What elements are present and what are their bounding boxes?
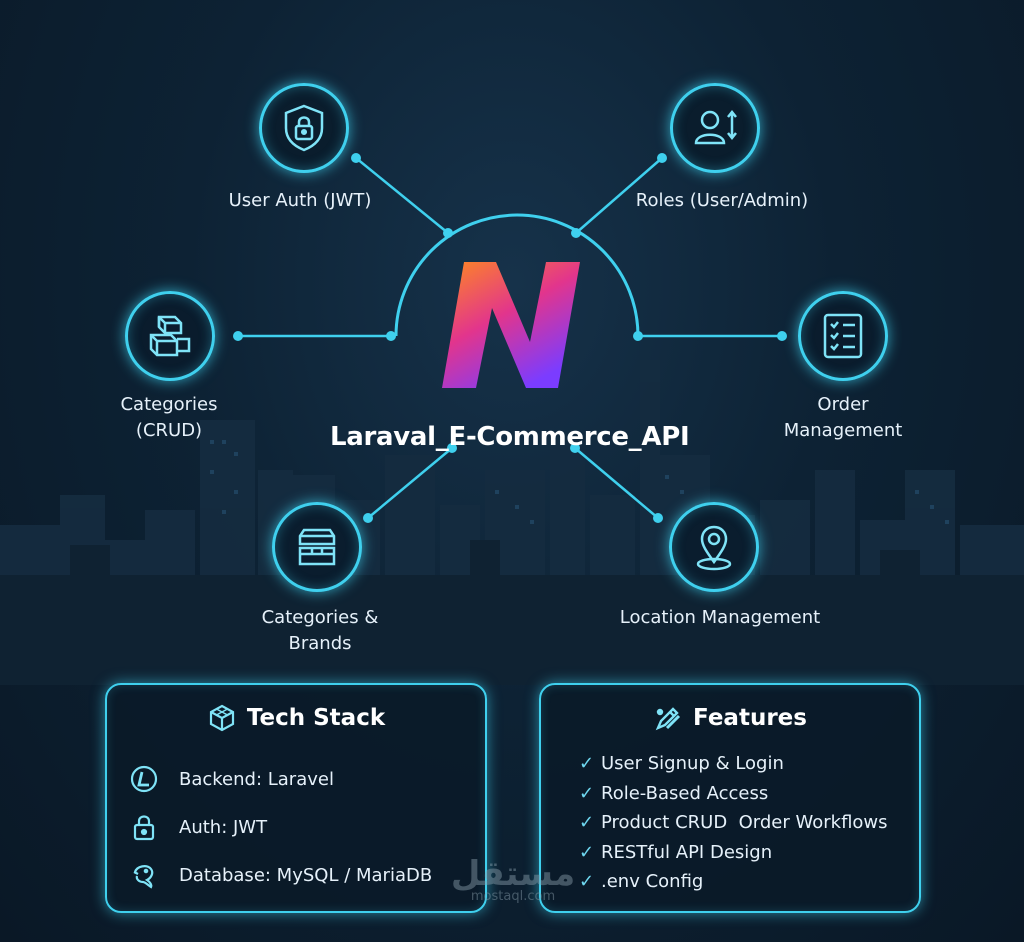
check-icon: ✓ (579, 871, 595, 893)
list-item: ✓ User Signup & Login (579, 753, 784, 775)
check-icon: ✓ (579, 753, 595, 775)
map-pin-icon (696, 525, 732, 571)
features-panel: Features ✓ User Signup & Login ✓ Role-Ba… (539, 683, 921, 913)
padlock-icon (133, 815, 155, 841)
order-management-label: Order Management (783, 394, 903, 441)
n-letter-logo (442, 262, 580, 388)
pencil-tools-icon (655, 707, 681, 731)
check-icon: ✓ (579, 812, 595, 834)
list-item: Backend: Laravel (129, 755, 432, 803)
laravel-icon (130, 765, 158, 793)
features-list: ✓ User Signup & Login ✓ Role-Based Acces… (579, 749, 888, 897)
stacked-boxes-icon (298, 528, 336, 566)
watermark-latin: mostaql.com (470, 889, 556, 904)
order-management-node (798, 291, 888, 381)
list-item: ✓ .env Config (579, 871, 704, 893)
roles-label: Roles (User/Admin) (635, 190, 809, 211)
user-switch-icon (694, 109, 737, 145)
dolphin-icon (133, 865, 154, 889)
check-icon: ✓ (579, 841, 595, 863)
user-auth-node (259, 83, 349, 173)
categories-brands-label: Categories & Brands (261, 607, 379, 654)
tech-stack-panel: Tech Stack Backend: Laravel Auth: JWT (105, 683, 487, 913)
stacked-boxes-icon (149, 315, 191, 357)
categories-brands-node (272, 502, 362, 592)
cube-icon (209, 704, 234, 732)
check-icon: ✓ (579, 782, 595, 804)
watermark: مستقل mostaql.com (448, 855, 578, 904)
shield-lock-icon (284, 104, 324, 152)
watermark-arabic: مستقل (450, 854, 576, 894)
list-item: Auth: JWT (129, 803, 432, 851)
categories-crud-node (125, 291, 215, 381)
tech-stack-header: Tech Stack (107, 703, 485, 733)
list-item: ✓ RESTful API Design (579, 841, 773, 863)
features-header: Features (541, 703, 919, 733)
page-title: Laraval_E-Commerce_API (330, 422, 690, 452)
user-auth-label: User Auth (JWT) (228, 190, 372, 211)
categories-crud-label: Categories (CRUD) (120, 394, 218, 441)
tech-stack-title: Tech Stack (246, 705, 386, 731)
location-management-label: Location Management (619, 607, 821, 628)
features-title: Features (693, 705, 807, 731)
roles-node (670, 83, 760, 173)
list-item: ✓ Product CRUD Order Workflows (579, 812, 888, 834)
checklist-icon (823, 313, 863, 359)
list-item: Database: MySQL / MariaDB (129, 851, 432, 899)
tech-stack-list: Backend: Laravel Auth: JWT Database: MyS… (129, 755, 432, 899)
location-management-node (669, 502, 759, 592)
list-item: ✓ Role-Based Access (579, 782, 769, 804)
